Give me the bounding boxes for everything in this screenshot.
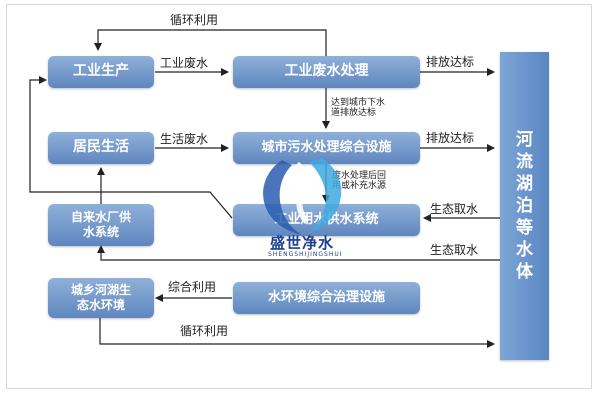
label-recycle-bottom: 循环利用 <box>180 324 229 338</box>
node-resident-life: 居民生活 <box>48 132 154 164</box>
node-urban-rural-ecology: 城乡河湖生 态水环境 <box>48 278 154 318</box>
label-discharge-1: 排放达标 <box>426 55 475 69</box>
diagram-frame <box>6 4 592 389</box>
node-industrial-production: 工业生产 <box>48 56 154 88</box>
node-river-lake: 河 流 湖 泊 等 水 体 <box>500 52 549 360</box>
node-water-environment-treatment: 水环境综合治理设施 <box>233 282 420 314</box>
label-domestic-sewage: 生活废水 <box>160 132 209 146</box>
node-urban-sewage-treatment: 城市污水处理综合设施 <box>233 132 420 164</box>
label-discharge-2: 排放达标 <box>426 131 475 145</box>
label-comprehensive-use: 综合利用 <box>168 280 217 294</box>
label-recycle-top: 循环利用 <box>170 13 219 27</box>
watermark-pinyin: SHENGSHIJINGSHUI <box>268 251 343 258</box>
watermark-name: 盛世净水 <box>270 234 335 252</box>
node-waterworks-supply: 自来水厂供 水系统 <box>48 204 154 246</box>
edge-recycle-top <box>94 29 327 56</box>
node-industrial-wastewater-treatment: 工业废水处理 <box>233 56 420 88</box>
edge-eco-intake-2 <box>97 245 500 261</box>
edge-recycle-bottom <box>99 318 495 348</box>
label-reuse-after-treatment: 废水处理后回 用或补充水源 <box>332 171 387 192</box>
label-industrial-wastewater: 工业废水 <box>160 56 209 70</box>
edge-supply-industry <box>29 76 233 219</box>
watermark-logo-icon <box>263 158 342 235</box>
label-reach-sewer: 达到城市下水 道排放达标 <box>331 98 386 119</box>
label-eco-intake-2: 生态取水 <box>430 243 479 257</box>
label-eco-intake-1: 生态取水 <box>430 202 479 216</box>
